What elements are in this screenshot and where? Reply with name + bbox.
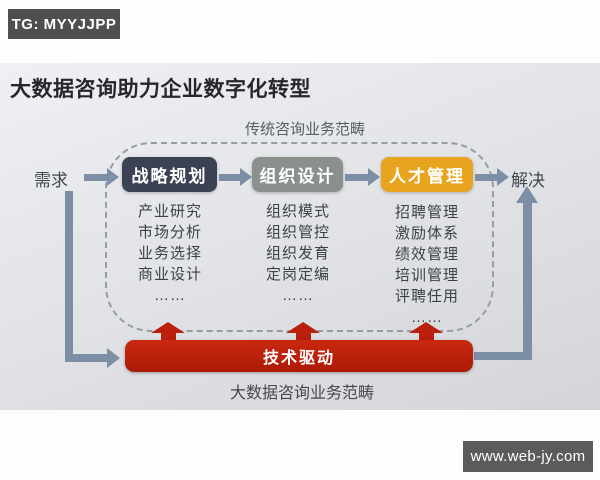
arrow-right-icon bbox=[345, 168, 380, 186]
list-item: 业务选择 bbox=[137, 245, 202, 262]
connector-line bbox=[65, 191, 73, 358]
arrow-head bbox=[151, 322, 185, 333]
arrow-right-icon bbox=[219, 168, 252, 186]
tech-driver-label: 技术驱动 bbox=[262, 350, 335, 367]
connector-line bbox=[523, 203, 532, 360]
list-item: 组织管控 bbox=[265, 224, 330, 241]
list-item: 组织模式 bbox=[265, 203, 330, 220]
input-label: 需求 bbox=[34, 171, 68, 190]
talent-item-list: 招聘管理 激励体系 绩效管理 培训管理 评聘任用 …… bbox=[367, 202, 487, 328]
connector-line bbox=[474, 352, 526, 360]
arrow-shaft bbox=[418, 333, 434, 341]
tech-driver-bar: 技术驱动 bbox=[125, 340, 473, 372]
arrow-head bbox=[368, 168, 380, 186]
list-item-ellipsis: …… bbox=[411, 309, 443, 326]
arrow-shaft bbox=[84, 173, 109, 181]
stage-box-strategy: 战略规划 bbox=[122, 157, 217, 192]
slide-canvas: 大数据咨询助力企业数字化转型 传统咨询业务范畴 需求 解决 战略规划 组织设计 … bbox=[0, 63, 600, 410]
list-item-ellipsis: …… bbox=[282, 287, 314, 304]
arrow-shaft bbox=[219, 173, 242, 181]
arrow-head bbox=[497, 168, 509, 186]
list-item: 绩效管理 bbox=[394, 246, 459, 263]
output-label: 解决 bbox=[511, 171, 545, 190]
page-title: 大数据咨询助力企业数字化转型 bbox=[10, 78, 311, 101]
list-item: 产业研究 bbox=[137, 203, 202, 220]
list-item-ellipsis: …… bbox=[154, 287, 186, 304]
tg-badge: TG: MYYJJPP bbox=[8, 9, 120, 39]
arrow-shaft bbox=[295, 333, 311, 341]
arrow-head bbox=[409, 322, 443, 333]
red-arrow-up-icon bbox=[409, 322, 443, 341]
list-item: 商业设计 bbox=[137, 266, 202, 283]
red-arrow-up-icon bbox=[286, 322, 320, 341]
arrow-head bbox=[107, 168, 119, 186]
arrow-right-icon bbox=[475, 168, 509, 186]
arrow-head bbox=[286, 322, 320, 333]
watermark-badge: www.web-jy.com bbox=[463, 441, 593, 472]
arrow-shaft bbox=[160, 333, 176, 341]
list-item: 招聘管理 bbox=[394, 204, 459, 221]
red-arrow-up-icon bbox=[151, 322, 185, 341]
stage-box-talent: 人才管理 bbox=[381, 157, 473, 192]
arrow-up-head-icon bbox=[516, 186, 538, 203]
arrow-right-head-icon bbox=[107, 348, 120, 368]
arrow-right-icon bbox=[84, 168, 119, 186]
arrow-shaft bbox=[475, 173, 499, 181]
traditional-scope-label: 传统咨询业务范畴 bbox=[244, 121, 365, 138]
strategy-item-list: 产业研究 市场分析 业务选择 商业设计 …… bbox=[110, 201, 230, 306]
list-item: 市场分析 bbox=[137, 224, 202, 241]
organization-item-list: 组织模式 组织管控 组织发育 定岗定编 …… bbox=[238, 201, 358, 306]
connector-line bbox=[65, 354, 109, 362]
list-item: 评聘任用 bbox=[394, 288, 459, 305]
list-item: 激励体系 bbox=[394, 225, 459, 242]
arrow-head bbox=[240, 168, 252, 186]
list-item: 定岗定编 bbox=[265, 266, 330, 283]
stage-box-organization: 组织设计 bbox=[252, 157, 343, 192]
list-item: 培训管理 bbox=[394, 267, 459, 284]
list-item: 组织发育 bbox=[265, 245, 330, 262]
watermark-label: www.web-jy.com bbox=[470, 448, 586, 465]
arrow-shaft bbox=[345, 173, 370, 181]
tg-badge-label: TG: MYYJJPP bbox=[11, 15, 117, 33]
bigdata-scope-label: 大数据咨询业务范畴 bbox=[229, 385, 374, 402]
